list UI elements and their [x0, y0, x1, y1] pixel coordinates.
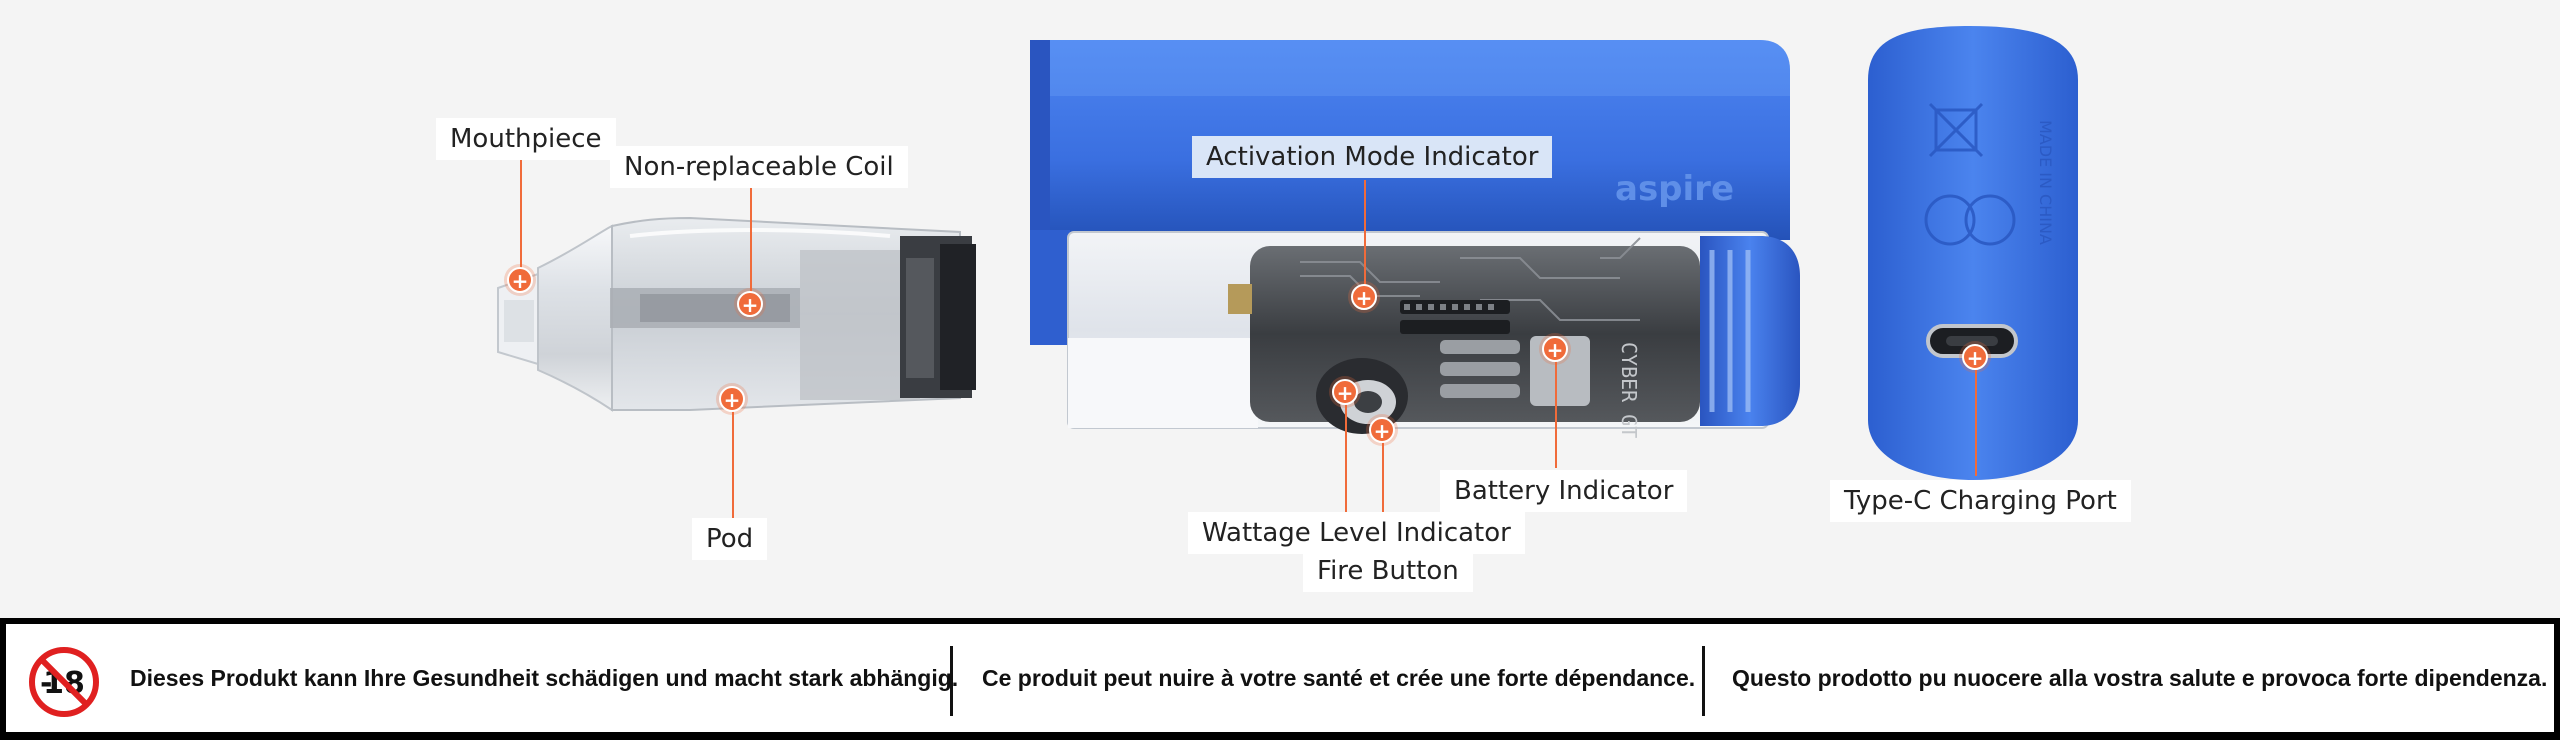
warning-text-fr: Ce produit peut nuire à votre santé et c…	[982, 664, 1696, 691]
fire-button-hotspot[interactable]: +	[1369, 417, 1395, 443]
mouthpiece-label: Mouthpiece	[436, 118, 616, 160]
back-marking: MADE IN CHINA	[2036, 120, 2055, 245]
fire-button-label: Fire Button	[1303, 550, 1473, 592]
cell-marking: CYBER GT	[1617, 342, 1641, 438]
coil-hotspot[interactable]: +	[737, 291, 763, 317]
mouthpiece-hotspot[interactable]: +	[507, 267, 533, 293]
coil-label: Non-replaceable Coil	[610, 146, 908, 188]
activation-mode-label: Activation Mode Indicator	[1192, 136, 1553, 178]
health-warning-panel: 18 - Dieses Produkt kann Ihre Gesundheit…	[6, 624, 2554, 732]
device-back-graphic: MADE IN CHINA	[1868, 26, 2078, 480]
charging-leader	[1975, 358, 1977, 476]
brand-emboss: aspire	[1615, 169, 1734, 209]
wattage-level-label: Wattage Level Indicator	[1188, 512, 1525, 554]
coil-leader	[750, 188, 752, 305]
pod-graphic	[497, 216, 976, 412]
pod-hotspot[interactable]: +	[719, 386, 745, 412]
activation-leader	[1364, 180, 1366, 298]
warning-divider-1	[950, 646, 953, 716]
pod-leader	[732, 398, 734, 518]
pod-label: Pod	[692, 518, 768, 560]
activation-mode-hotspot[interactable]: +	[1351, 284, 1377, 310]
mouthpiece-leader	[520, 160, 522, 280]
battery-indicator-label: Battery Indicator	[1440, 470, 1688, 512]
battery-indicator-hotspot[interactable]: +	[1542, 336, 1568, 362]
charging-port-hotspot[interactable]: +	[1962, 344, 1988, 370]
wattage-level-hotspot[interactable]: +	[1332, 379, 1358, 405]
warning-text-de: Dieses Produkt kann Ihre Gesundheit schä…	[130, 664, 959, 691]
charging-port-label: Type-C Charging Port	[1830, 480, 2131, 522]
battery-leader	[1555, 350, 1557, 468]
warning-divider-2	[1702, 646, 1705, 716]
svg-text:-: -	[40, 666, 52, 701]
age-restriction-icon: 18 -	[29, 647, 99, 717]
fire-button-graphic	[1316, 358, 1408, 434]
warning-text-it: Questo prodotto pu nuocere alla vostra s…	[1732, 664, 2548, 691]
fire-leader	[1382, 430, 1384, 552]
device-body-graphic: CYBER GT aspire	[1030, 40, 1800, 438]
product-diagram: CYBER GT aspire	[436, 26, 2131, 592]
wattage-leader	[1345, 392, 1347, 512]
health-warning-banner: 18 - Dieses Produkt kann Ihre Gesundheit…	[0, 618, 2560, 740]
